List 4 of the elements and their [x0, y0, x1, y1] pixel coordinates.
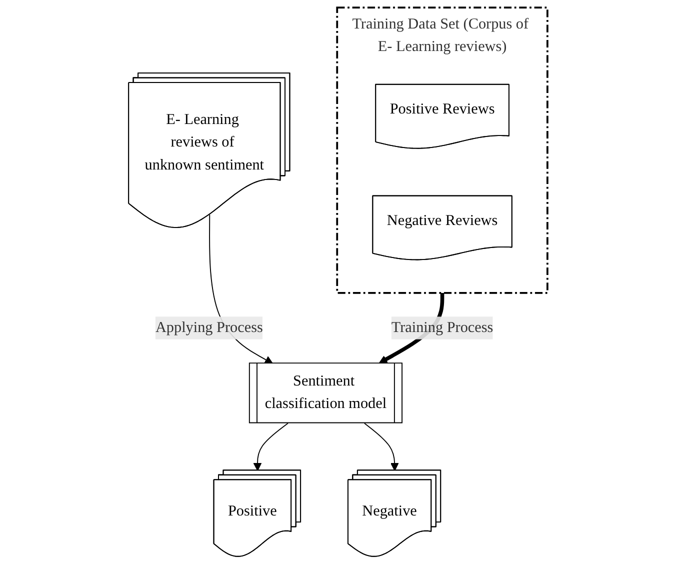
- edge-label: Applying Process: [156, 319, 264, 336]
- arrow: [254, 422, 289, 471]
- arrow: [364, 422, 400, 471]
- edge-label: Training Process: [392, 319, 494, 336]
